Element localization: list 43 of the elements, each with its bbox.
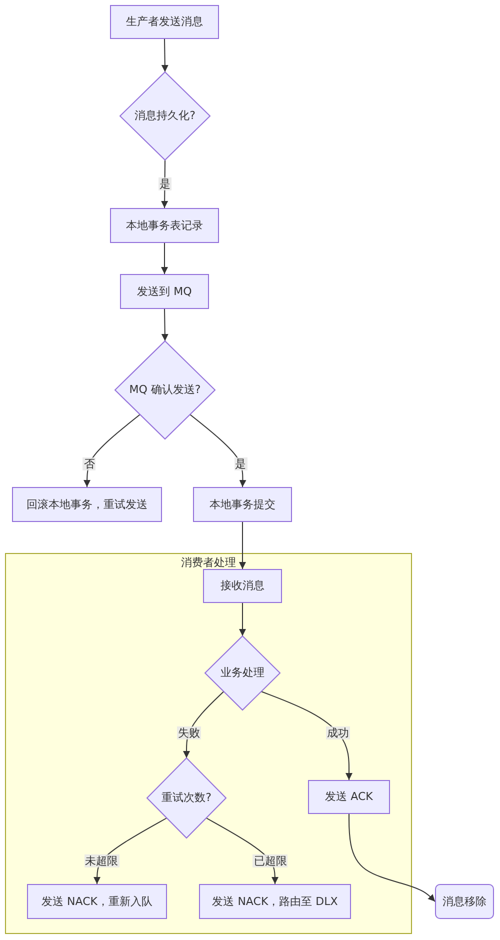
arrow <box>260 691 352 780</box>
edge-label: 是 <box>158 177 172 191</box>
box-text: 发送 NACK，路由至 DLX <box>212 894 338 908</box>
box-text: 接收消息 <box>220 579 264 593</box>
arrow <box>161 242 168 274</box>
edge-label: 失败 <box>176 726 201 740</box>
edge-label: 成功 <box>326 726 350 740</box>
box-text: 回滚本地事务，重试发送 <box>26 498 148 512</box>
box-text: 生产者发送消息 <box>126 15 203 29</box>
edge-label: 未超限 <box>84 854 120 868</box>
diamond-text: MQ 确认发送? <box>129 383 201 397</box>
process-box <box>193 487 292 522</box>
group-title: 消费者处理 <box>181 556 236 570</box>
process-box <box>199 884 351 919</box>
arrow <box>183 691 224 758</box>
box-text: 本地事务表记录 <box>126 218 203 232</box>
arrow <box>239 522 246 570</box>
process-box <box>120 274 209 309</box>
diamond-text: 重试次数? <box>162 791 212 805</box>
edge-label: 已超限 <box>252 854 288 868</box>
arrow <box>190 414 246 488</box>
box-text: 发送 NACK，重新入队 <box>42 894 152 908</box>
edge-label: 是 <box>234 457 248 471</box>
group-panel <box>5 553 412 934</box>
box-text: 发送 ACK <box>325 790 373 804</box>
arrow <box>84 414 140 488</box>
process-box <box>110 208 219 243</box>
process-box <box>110 5 219 39</box>
box-text: 发送到 MQ <box>137 284 192 298</box>
process-box <box>203 569 282 603</box>
arrow <box>161 38 168 72</box>
process-box <box>12 487 162 522</box>
arrow <box>161 308 168 342</box>
process-box <box>308 780 390 814</box>
diamond-text: 业务处理 <box>220 666 264 680</box>
edge-label: 否 <box>82 457 96 471</box>
box-text: 消息移除 <box>442 894 486 908</box>
arrow <box>239 602 246 636</box>
diamond-text: 消息持久化? <box>134 109 196 123</box>
arrow <box>348 814 436 902</box>
process-box <box>27 884 167 919</box>
rounded-box <box>435 884 494 919</box>
box-text: 本地事务提交 <box>210 498 276 512</box>
